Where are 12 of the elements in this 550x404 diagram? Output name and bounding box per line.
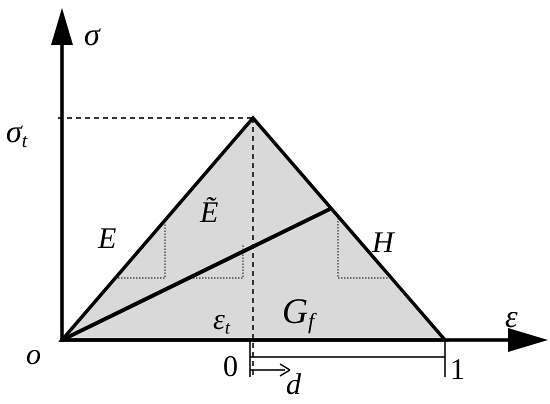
- slope-label: E: [98, 224, 116, 254]
- tick-label: 0: [223, 352, 238, 382]
- tick-label: 1: [450, 355, 465, 385]
- axis-label: σ: [84, 18, 100, 50]
- fracture-energy-label: G$_{f}$: [282, 293, 314, 333]
- strain-label: ε$_{t}$: [213, 305, 230, 338]
- slope-label: H: [372, 228, 394, 258]
- axis-label: ε: [505, 300, 518, 332]
- variable-label: d: [286, 370, 301, 400]
- slope-label: Ẽ: [200, 198, 218, 228]
- origin-label: o: [26, 340, 41, 370]
- axis-tick-label: σ$_{t}$: [6, 115, 28, 152]
